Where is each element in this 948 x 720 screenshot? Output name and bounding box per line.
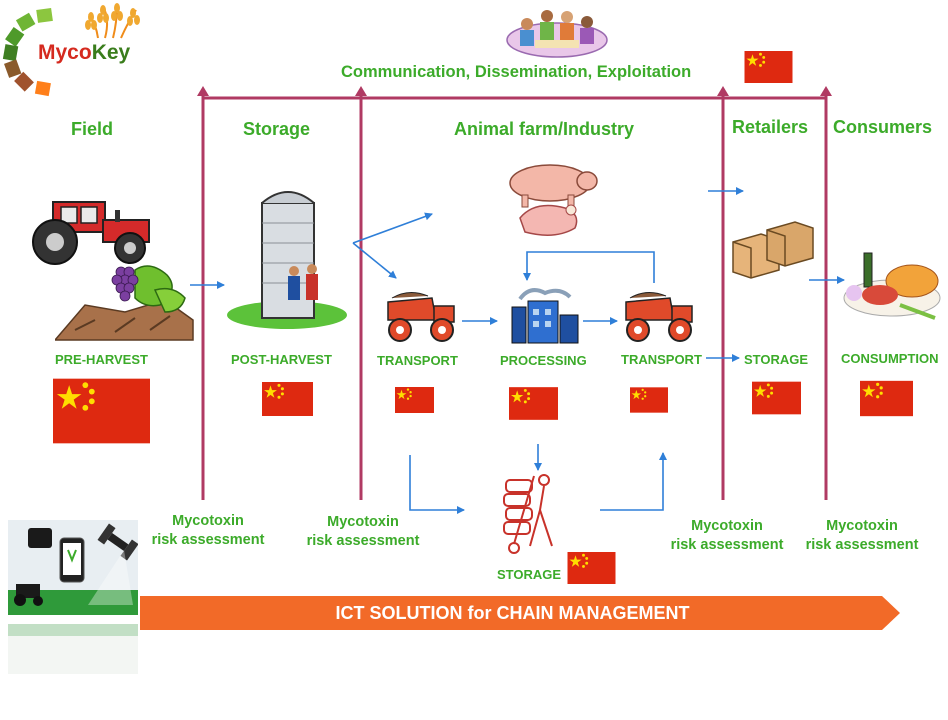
arrow-loop-back <box>523 251 655 283</box>
stage-animal-farm: Animal farm/Industry <box>454 119 635 139</box>
risk-assessment-1: Mycotoxin risk assessment <box>143 512 273 550</box>
pig-icon <box>500 157 600 214</box>
risk-line-1: Mycotoxin <box>691 518 763 534</box>
ict-illustration <box>8 520 139 676</box>
factory-icon <box>500 285 582 350</box>
satellite-icon <box>97 523 139 561</box>
china-flag-icon <box>752 381 801 415</box>
china-flag-icon <box>567 552 616 584</box>
arrow-to-transport <box>352 242 397 279</box>
stage-field: Field <box>71 119 114 139</box>
step-transport-2: TRANSPORT <box>621 352 702 367</box>
step-consumption: CONSUMPTION <box>841 351 939 366</box>
arrow-to-animal <box>352 212 433 244</box>
risk-line-2: risk assessment <box>670 537 784 553</box>
risk-line-1: Mycotoxin <box>172 513 244 529</box>
sack-truck-icon <box>500 470 560 560</box>
risk-line-1: Mycotoxin <box>826 518 898 534</box>
arrow-transport-storage <box>409 455 465 514</box>
boxes-icon <box>731 220 816 285</box>
logo-text-key: Key <box>91 41 131 64</box>
china-flag-icon <box>53 378 150 444</box>
book-icon <box>28 528 52 548</box>
step-pre-harvest: PRE-HARVEST <box>55 352 148 367</box>
step-industry-storage: STORAGE <box>497 567 562 582</box>
header-title: Communication, Dissemination, Exploitati… <box>341 63 692 81</box>
logo-text-myco: Myco <box>38 41 92 64</box>
risk-line-2: risk assessment <box>805 537 919 553</box>
silo-icon <box>222 183 352 338</box>
logo-segments-icon <box>2 3 140 97</box>
tractor-small-icon <box>14 584 43 606</box>
ham-icon <box>515 200 585 243</box>
dump-truck-icon-2 <box>622 290 697 350</box>
vineyard-soil-icon <box>53 250 195 347</box>
risk-assessment-3: Mycotoxin risk assessment <box>662 517 792 555</box>
step-post-harvest: POST-HARVEST <box>231 352 332 367</box>
dump-truck-icon-1 <box>384 290 459 350</box>
step-processing: PROCESSING <box>500 353 587 368</box>
tractor-icon <box>25 190 155 273</box>
stage-storage: Storage <box>243 119 311 139</box>
arrow-storage-transport <box>600 452 667 511</box>
communication-people-icon <box>505 4 610 64</box>
ict-banner-text: ICT SOLUTION for CHAIN MANAGEMENT <box>335 603 690 623</box>
china-flag-icon <box>630 387 668 413</box>
mycokey-logo: MycoKey <box>0 0 160 105</box>
risk-line-2: risk assessment <box>306 533 420 549</box>
china-flag-icon <box>395 387 434 413</box>
food-icon <box>840 243 945 328</box>
stage-consumers: Consumers <box>833 117 933 137</box>
ict-banner: ICT SOLUTION for CHAIN MANAGEMENT <box>140 594 901 632</box>
china-flag-icon <box>509 387 558 420</box>
stage-retailers: Retailers <box>732 117 809 137</box>
step-retail-storage: STORAGE <box>744 352 809 367</box>
china-flag-icon <box>860 380 913 417</box>
risk-line-2: risk assessment <box>151 532 265 548</box>
risk-assessment-4: Mycotoxin risk assessment <box>797 517 927 555</box>
china-flag-icon <box>744 51 793 83</box>
china-flag-icon <box>262 382 313 416</box>
step-transport-1: TRANSPORT <box>377 353 458 368</box>
risk-line-1: Mycotoxin <box>327 514 399 530</box>
risk-assessment-2: Mycotoxin risk assessment <box>298 513 428 551</box>
